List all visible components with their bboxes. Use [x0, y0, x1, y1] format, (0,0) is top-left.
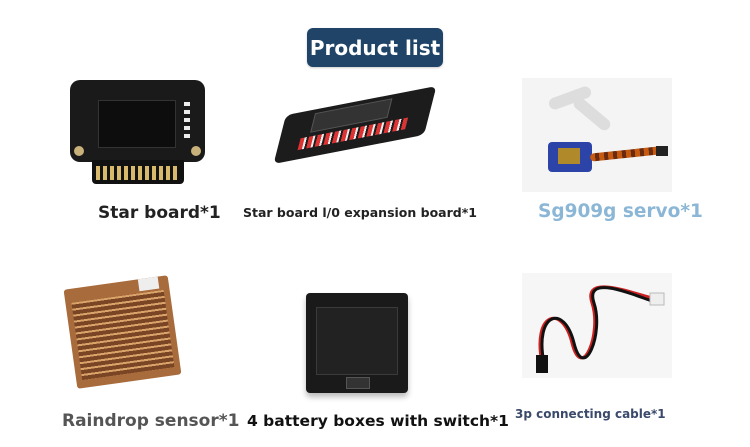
- expansion-board-image: [273, 85, 437, 165]
- servo-plug: [656, 146, 668, 156]
- product-label-expansion-board: Star board l/0 expansion board*1: [243, 205, 477, 220]
- raindrop-sensor-image: [63, 275, 182, 389]
- product-label-raindrop-sensor: Raindrop sensor*1: [62, 411, 240, 431]
- battery-box-image: [306, 293, 408, 393]
- star-board-image: [70, 80, 205, 162]
- product-label-cable: 3p connecting cable*1: [515, 407, 666, 421]
- product-label-battery-box: 4 battery boxes with switch*1: [247, 412, 509, 430]
- servo-body: [548, 142, 592, 172]
- product-label-star-board: Star board*1: [98, 203, 221, 223]
- page-title: Product list: [307, 28, 443, 67]
- connecting-cable-image: [522, 273, 672, 378]
- servo-image: [522, 78, 672, 192]
- product-label-servo: Sg909g servo*1: [538, 201, 703, 222]
- star-board-edge-connector: [92, 160, 184, 184]
